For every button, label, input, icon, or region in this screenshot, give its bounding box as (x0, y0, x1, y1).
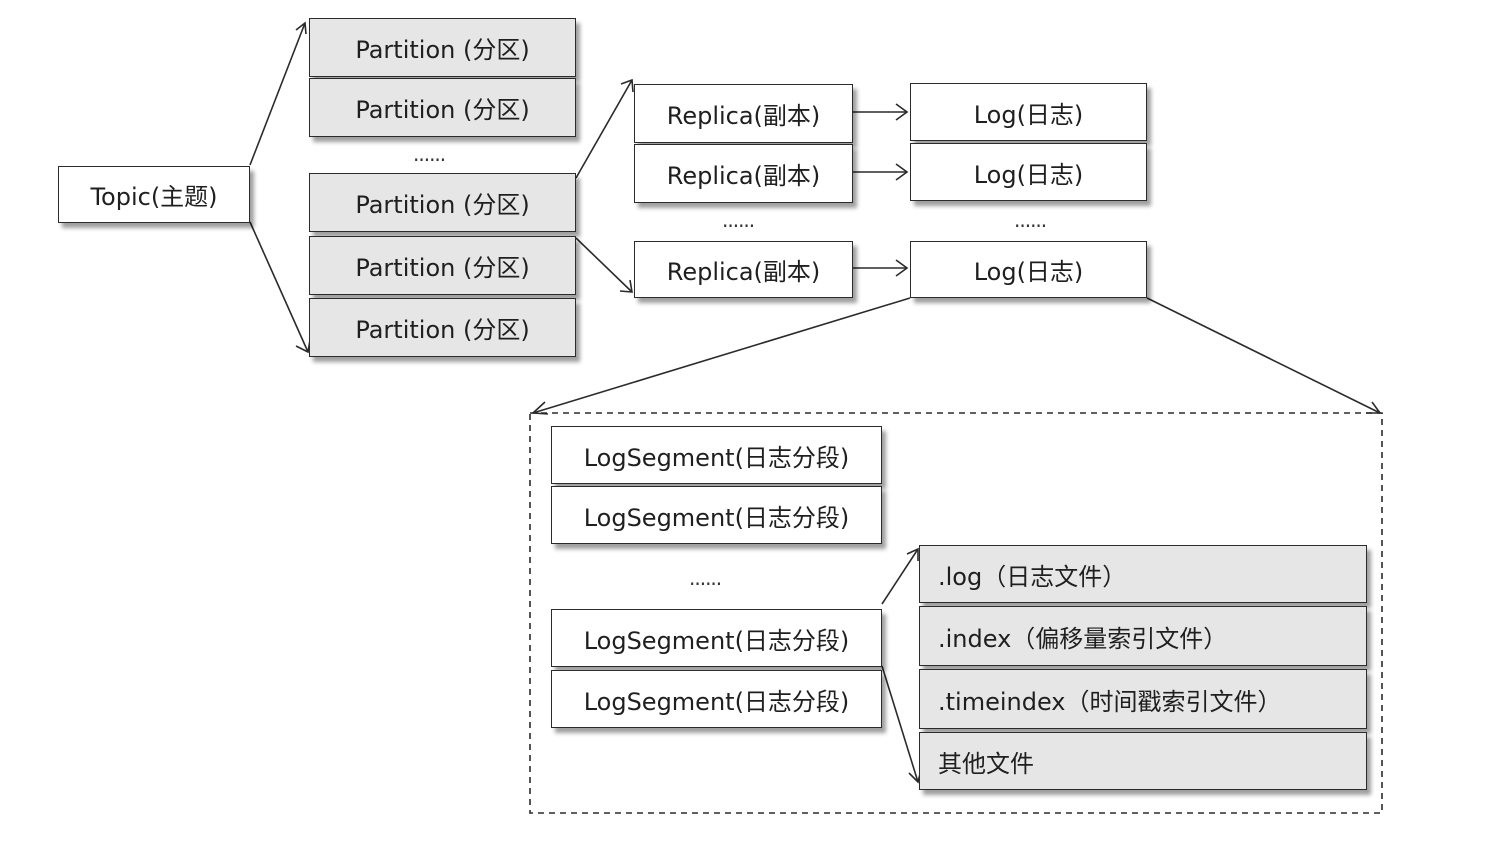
segment-to-files-bottom-arrow (881, 665, 919, 783)
partition-label: Partition (分区) (355, 96, 530, 124)
partition-label: Partition (分区) (355, 36, 530, 64)
log-file-label: .log（日志文件） (938, 562, 1127, 591)
timeindex-file-box: .timeindex（时间戳索引文件） (919, 669, 1367, 729)
log-segment-box-3: LogSegment(日志分段) (551, 609, 882, 667)
replica-label: Replica(副本) (666, 258, 821, 286)
log-segment-box-1: LogSegment(日志分段) (551, 426, 882, 484)
partition-box-3: Partition (分区) (309, 173, 576, 232)
log-box-3: Log(日志) (910, 241, 1147, 298)
log-file-box: .log（日志文件） (919, 545, 1367, 603)
log-ellipsis: ...... (1014, 208, 1047, 232)
other-files-box: 其他文件 (919, 732, 1367, 790)
index-file-label: .index（偏移量索引文件） (938, 624, 1228, 653)
partition-label: Partition (分区) (355, 191, 530, 219)
partition-box-2: Partition (分区) (309, 78, 576, 137)
log-segment-label: LogSegment(日志分段) (583, 626, 850, 655)
index-file-box: .index（偏移量索引文件） (919, 606, 1367, 666)
log-segment-label: LogSegment(日志分段) (583, 687, 850, 716)
topic-box: Topic(主题) (58, 166, 250, 223)
log-box-2: Log(日志) (910, 143, 1147, 201)
topic-to-partition-top-arrow (249, 22, 306, 166)
log-segment-box-2: LogSegment(日志分段) (551, 486, 882, 544)
log-segment-label: LogSegment(日志分段) (583, 443, 850, 472)
partition-ellipsis: ...... (413, 142, 446, 166)
replica-label: Replica(副本) (666, 162, 821, 190)
other-files-label: 其他文件 (938, 749, 1034, 778)
log-segment-box-4: LogSegment(日志分段) (551, 670, 882, 728)
partition-box-1: Partition (分区) (309, 18, 576, 77)
log-label: Log(日志) (973, 100, 1084, 129)
log-to-container-right-arrow (1146, 297, 1381, 414)
replica-box-2: Replica(副本) (634, 144, 853, 203)
partition-box-5: Partition (分区) (309, 298, 576, 357)
log-label: Log(日志) (973, 160, 1084, 189)
replica-box-3: Replica(副本) (634, 241, 853, 298)
topic-label: Topic(主题) (90, 183, 218, 211)
partition-box-4: Partition (分区) (309, 236, 576, 295)
segment-to-files-top-arrow (881, 548, 919, 605)
log-segment-label: LogSegment(日志分段) (583, 503, 850, 532)
log-box-1: Log(日志) (910, 83, 1147, 141)
replica-ellipsis: ...... (722, 208, 755, 232)
partition-to-replica-top-arrow (575, 79, 633, 179)
partition-to-replica-bottom-arrow (575, 237, 633, 293)
log-to-container-left-arrow (532, 297, 911, 414)
replica-box-1: Replica(副本) (634, 84, 853, 143)
log-segment-ellipsis: ...... (689, 566, 722, 590)
log-detail-container (529, 412, 1383, 814)
partition-label: Partition (分区) (355, 316, 530, 344)
log-label: Log(日志) (973, 258, 1084, 286)
topic-to-partition-bottom-arrow (249, 221, 309, 353)
replica-label: Replica(副本) (666, 102, 821, 130)
timeindex-file-label: .timeindex（时间戳索引文件） (938, 687, 1282, 716)
partition-label: Partition (分区) (355, 254, 530, 282)
